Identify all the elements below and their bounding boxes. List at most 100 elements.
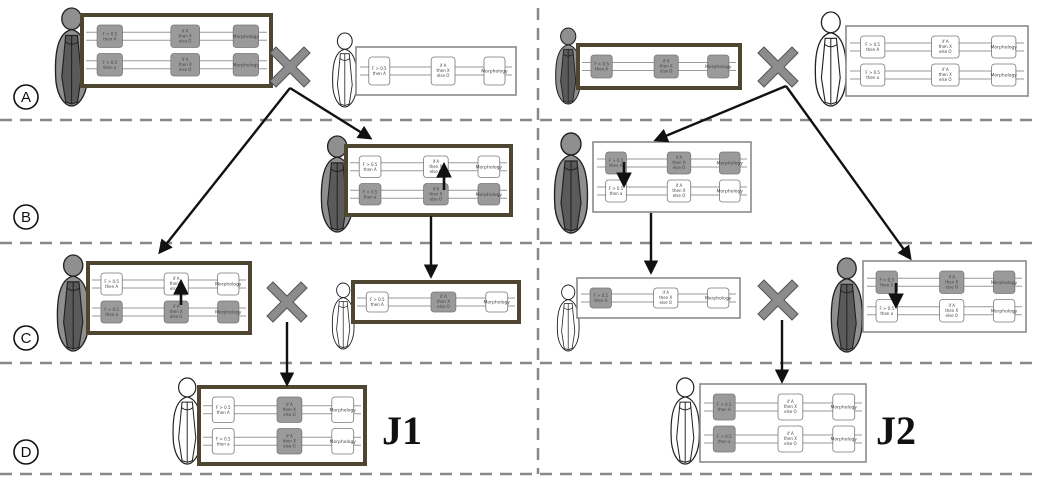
row-label-d: D xyxy=(21,444,32,461)
gene-box-switch xyxy=(939,299,965,323)
gene-box-rule xyxy=(605,151,627,175)
gene-text-morphology: Morphology xyxy=(705,296,732,302)
gene-box-morphology xyxy=(991,63,1017,87)
gene-box-morphology xyxy=(832,425,856,453)
gene-box-morphology xyxy=(719,151,741,175)
person-c1 xyxy=(56,254,90,352)
gene-text-morphology: Morphology xyxy=(705,64,732,70)
gene-box-morphology xyxy=(485,291,509,313)
gene-box-switch xyxy=(170,24,200,48)
person-c3 xyxy=(556,284,580,352)
gene-box-rule xyxy=(96,24,123,48)
gene-box-morphology xyxy=(483,56,506,86)
gene-box-morphology xyxy=(832,393,856,421)
grid-dividers xyxy=(0,8,1039,476)
cross-symbol-a-left xyxy=(269,46,311,88)
gene-box-rule xyxy=(365,291,389,313)
gene-box-morphology xyxy=(991,35,1017,59)
gene-box-switch xyxy=(276,428,303,455)
gene-box-morphology xyxy=(232,53,259,77)
gene-box-rule xyxy=(860,63,886,87)
gene-box-morphology xyxy=(217,272,240,296)
gene-box-switch xyxy=(430,291,457,313)
gene-box-switch xyxy=(653,54,679,79)
gene-box-rule xyxy=(368,56,391,86)
cross-symbol-c-left xyxy=(266,281,308,323)
gene-box-rule xyxy=(712,425,736,453)
gene-box-morphology xyxy=(719,179,741,203)
row-label-c: C xyxy=(21,330,32,347)
gene-text-morphology: Morphology xyxy=(476,192,503,198)
cross-symbol-a-right xyxy=(757,46,799,88)
person-parent-a1 xyxy=(54,7,89,107)
gene-text-morphology: Morphology xyxy=(717,189,744,195)
gene-box-switch xyxy=(276,396,303,423)
figures xyxy=(54,7,863,465)
gene-box-morphology xyxy=(993,299,1016,323)
gene-box-morphology xyxy=(232,24,259,48)
gene-box-switch xyxy=(931,63,960,87)
gene-box-rule xyxy=(712,393,736,421)
gene-box-switch xyxy=(666,179,692,203)
person-parent-a4 xyxy=(814,11,847,107)
row-label-b: B xyxy=(21,209,31,226)
arrow-a-to-c-right xyxy=(785,85,912,261)
gene-box-rule xyxy=(100,300,123,324)
person-c4 xyxy=(830,257,863,353)
gene-text-morphology: Morphology xyxy=(481,69,508,75)
gene-box-switch xyxy=(777,425,804,453)
person-d2 xyxy=(670,377,700,465)
arrow-a-to-b-left xyxy=(289,86,373,140)
gene-box-morphology xyxy=(331,428,355,455)
gene-text-morphology: Morphology xyxy=(330,407,357,413)
gene-box-morphology xyxy=(993,270,1016,294)
gene-box-rule xyxy=(358,183,382,206)
person-parent-a3 xyxy=(555,27,582,105)
crosses xyxy=(266,46,799,323)
gene-box-switch xyxy=(653,287,679,309)
gene-box-rule xyxy=(589,287,612,309)
gene-box-switch xyxy=(939,270,965,294)
gene-box-rule xyxy=(100,272,123,296)
gene-box-morphology xyxy=(707,54,730,79)
offspring-label-j1: J1 xyxy=(382,408,422,453)
offspring-label-j2: J2 xyxy=(876,408,916,453)
person-c2 xyxy=(331,282,355,350)
gene-text-morphology: Morphology xyxy=(717,161,744,167)
arrow-a-to-c-left xyxy=(158,87,291,255)
gene-box-rule xyxy=(875,270,898,294)
gene-box-switch xyxy=(423,183,449,206)
gene-text-morphology: Morphology xyxy=(831,405,858,411)
arrow-a-to-b-right xyxy=(653,84,787,143)
gene-box-switch xyxy=(777,393,804,421)
